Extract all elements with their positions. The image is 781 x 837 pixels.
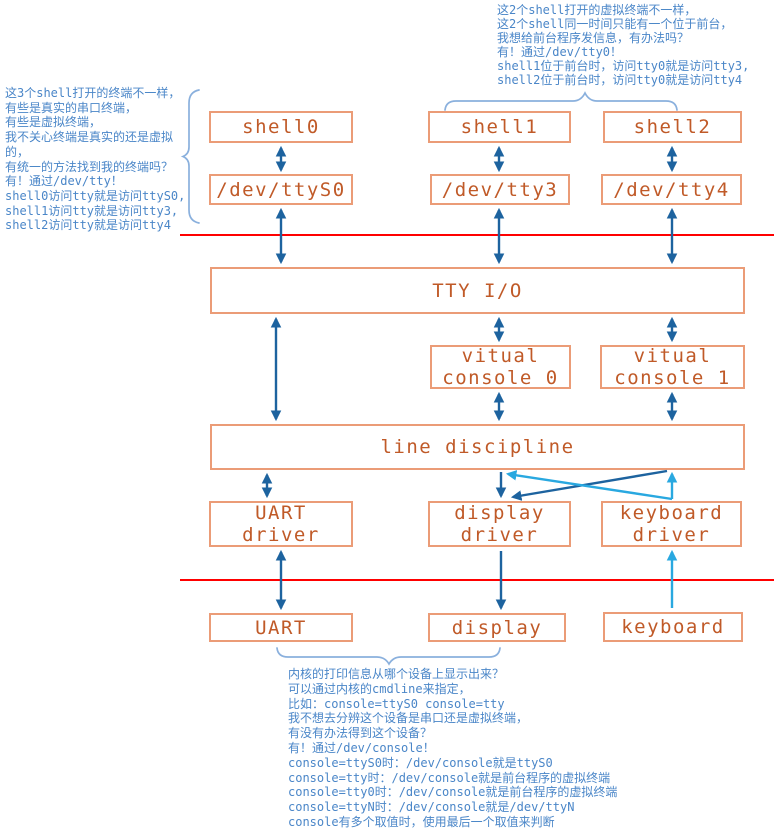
node-display-driver: display driver [428, 501, 571, 547]
annotation-dev-tty: 这3个shell打开的终端不一样， 有些是真实的串口终端， 有些是虚拟终端， 我… [5, 86, 186, 233]
annotation-dev-console: 内核的打印信息从哪个设备上显示出来？ 可以通过内核的cmdline来指定， 比如… [288, 667, 618, 829]
node-dev-tty3: /dev/tty3 [430, 174, 570, 205]
node-line-discipline: line discipline [210, 424, 745, 470]
arrow-linedisc-displaydrv-diagonal [510, 469, 668, 501]
node-shell0: shell0 [209, 111, 353, 143]
node-uart-driver: UART driver [209, 501, 353, 547]
node-virtual-console-1: vitual console 1 [600, 345, 745, 389]
node-keyboard: keyboard [603, 612, 743, 642]
node-tty-io: TTY I/O [210, 267, 745, 314]
node-display: display [428, 613, 566, 642]
node-uart: UART [209, 613, 353, 642]
node-shell1: shell1 [428, 111, 571, 143]
node-virtual-console-0: vitual console 0 [430, 345, 571, 389]
arrow-kbddrv-linedisc-diagonal [505, 470, 673, 501]
node-dev-ttys0: /dev/ttyS0 [209, 174, 353, 205]
bottom-brace [276, 647, 501, 666]
node-dev-tty4: /dev/tty4 [601, 174, 742, 205]
node-shell2: shell2 [603, 111, 742, 143]
top-brace [444, 91, 678, 111]
annotation-dev-tty0: 这2个shell打开的虚拟终端不一样， 这2个shell同一时间只能有一个位于前… [497, 3, 750, 87]
node-keyboard-driver: keyboard driver [601, 501, 742, 547]
